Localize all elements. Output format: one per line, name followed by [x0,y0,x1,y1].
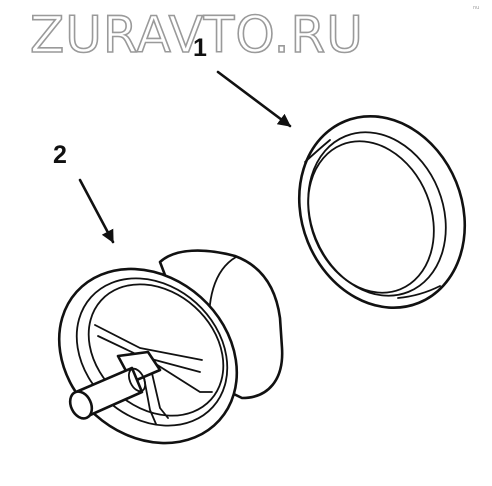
watermark-text: ZURAVTO.RU [30,6,364,64]
pin-tip [68,390,94,420]
sealing-ring-thickness-line-top [304,139,331,163]
callout-2-arrow [78,178,115,244]
thermostat-valve-pin [68,350,162,420]
callout-2-number: 2 [53,141,67,169]
corner-mark: nu [473,5,479,11]
callout-2: 2 [53,141,115,244]
bridge-arm-upper [94,324,203,361]
callout-1-arrow [216,70,292,128]
sealing-ring [297,115,467,309]
sealing-ring-inner-bore [307,140,435,294]
sealing-ring-outer-edge [297,115,467,309]
callout-1-number: 1 [193,34,207,62]
thermostat [57,249,284,445]
bridge-arm-right [139,353,213,393]
sealing-ring-thickness-line-bottom [397,285,441,299]
callout-1: 1 [193,34,292,128]
pin-shoulder [127,367,147,393]
